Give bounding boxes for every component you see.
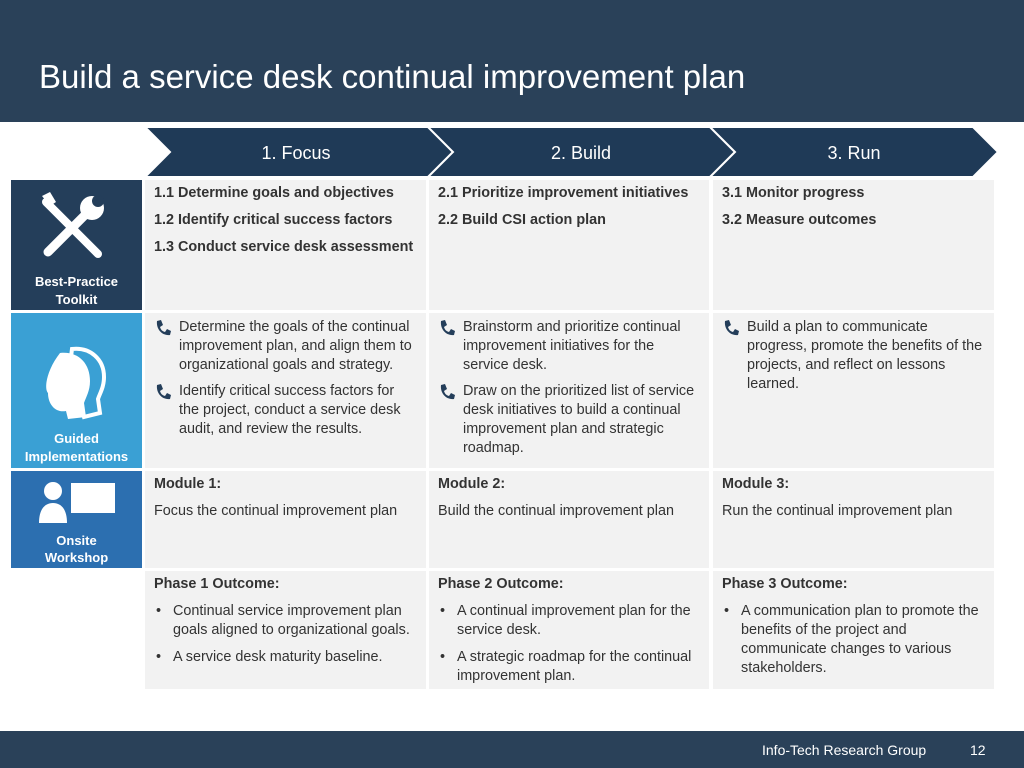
outcome-cell-phase3: Phase 3 Outcome: • A communication plan t… (713, 571, 994, 689)
guided-cell-phase3: Build a plan to communicate progress, pr… (713, 313, 994, 468)
guided-item-text: Build a plan to communicate progress, pr… (747, 319, 983, 392)
row-header-toolkit: Best-Practice Toolkit (11, 180, 142, 310)
guided-item: Identify critical success factors for th… (154, 382, 418, 439)
outcome-heading: Phase 3 Outcome: (722, 576, 848, 592)
phase-label-focus: 1. Focus (261, 143, 331, 163)
guided-item-text: Draw on the prioritized list of service … (463, 383, 695, 456)
module-description: Build the continual improvement plan (438, 503, 674, 519)
row-label-guided-1: Guided (54, 431, 99, 446)
people-heads-icon (46, 346, 107, 420)
onsite-cell-phase3: Module 3: Run the continual improvement … (713, 471, 994, 568)
outcome-item-text: A communication plan to promote the bene… (741, 603, 979, 676)
guided-item: Build a plan to communicate progress, pr… (722, 318, 986, 394)
row-label-toolkit-2: Toolkit (55, 292, 98, 307)
module-description: Focus the continual improvement plan (154, 503, 398, 519)
outcome-item: • A continual improvement plan for the se… (438, 602, 701, 640)
outcome-item-text: Continual service improvement plan goals… (173, 603, 410, 638)
tools-icon (42, 192, 104, 258)
bullet: • (440, 603, 446, 619)
guided-item: Determine the goals of the continual imp… (154, 318, 418, 375)
guided-cell-phase1: Determine the goals of the continual imp… (145, 313, 426, 468)
page-title: Build a service desk continual improveme… (39, 58, 746, 95)
onsite-cell-phase1: Module 1: Focus the continual improvemen… (145, 471, 426, 568)
bullet: • (724, 603, 730, 619)
row-label-guided-2: Implementations (24, 449, 129, 464)
row-label-onsite-2: Workshop (44, 550, 109, 565)
guided-item: Draw on the prioritized list of service … (438, 382, 701, 458)
module-label: Module 1: (154, 476, 222, 492)
outcome-item-text: A strategic roadmap for the continual im… (457, 649, 692, 684)
phase-chevrons (142, 126, 1000, 178)
outcome-item: • A strategic roadmap for the continual i… (438, 648, 701, 686)
title-bar (0, 0, 1024, 122)
toolkit-step: 3.1 Monitor progress (722, 185, 865, 201)
guided-cell-phase2: Brainstorm and prioritize continual impr… (429, 313, 709, 468)
outcome-item-text: A continual improvement plan for the ser… (457, 603, 691, 638)
outcome-item: • A service desk maturity baseline. (154, 648, 418, 667)
outcome-cell-phase2: Phase 2 Outcome: • A continual improvemen… (429, 571, 709, 689)
guided-item-text: Determine the goals of the continual imp… (179, 319, 412, 373)
bullet: • (440, 649, 446, 665)
guided-item-text: Brainstorm and prioritize continual impr… (463, 319, 681, 373)
chevron-run (707, 126, 1000, 178)
phase-label-build: 2. Build (550, 143, 612, 163)
footer-bar: Info-Tech Research Group 12 (0, 731, 1024, 768)
phase-label-run: 3. Run (827, 143, 881, 163)
outcome-heading: Phase 2 Outcome: (438, 576, 564, 592)
row-header-guided: Guided Implementations (11, 313, 142, 468)
guided-item-text: Identify critical success factors for th… (179, 383, 401, 437)
toolkit-cell-phase1: 1.1 Determine goals and objectives 1.2 I… (145, 180, 426, 310)
module-label: Module 3: (722, 476, 790, 492)
outcome-item-text: A service desk maturity baseline. (173, 649, 383, 665)
outcome-item: • A communication plan to promote the ben… (722, 602, 986, 678)
phone-icon (724, 320, 739, 336)
outcome-cell-phase1: Phase 1 Outcome: • Continual service impr… (145, 571, 426, 689)
toolkit-step: 2.2 Build CSI action plan (438, 212, 606, 228)
row-header-onsite: Onsite Workshop (11, 471, 142, 568)
toolkit-step: 1.3 Conduct service desk assessment (154, 239, 414, 255)
onsite-cell-phase2: Module 2: Build the continual improvemen… (429, 471, 709, 568)
module-label: Module 2: (438, 476, 506, 492)
toolkit-step: 2.1 Prioritize improvement initiatives (438, 185, 689, 201)
toolkit-cell-phase3: 3.1 Monitor progress 3.2 Measure outcome… (713, 180, 994, 310)
presenter-icon (39, 482, 115, 523)
row-label-toolkit-1: Best-Practice (34, 274, 119, 289)
phone-icon (440, 384, 455, 400)
row-label-onsite-1: Onsite (56, 533, 97, 548)
toolkit-step: 3.2 Measure outcomes (722, 212, 877, 228)
outcome-item: • Continual service improvement plan goal… (154, 602, 418, 640)
page-number: 12 (970, 742, 986, 758)
toolkit-step: 1.1 Determine goals and objectives (154, 185, 394, 201)
phone-icon (156, 384, 171, 400)
phone-icon (440, 320, 455, 336)
footer-org: Info-Tech Research Group (762, 742, 927, 758)
toolkit-cell-phase2: 2.1 Prioritize improvement initiatives 2… (429, 180, 709, 310)
phone-icon (156, 320, 171, 336)
guided-item: Brainstorm and prioritize continual impr… (438, 318, 701, 375)
bullet: • (156, 649, 162, 665)
module-description: Run the continual improvement plan (722, 503, 953, 519)
bullet: • (156, 603, 162, 619)
toolkit-step: 1.2 Identify critical success factors (154, 212, 393, 228)
outcome-heading: Phase 1 Outcome: (154, 576, 280, 592)
